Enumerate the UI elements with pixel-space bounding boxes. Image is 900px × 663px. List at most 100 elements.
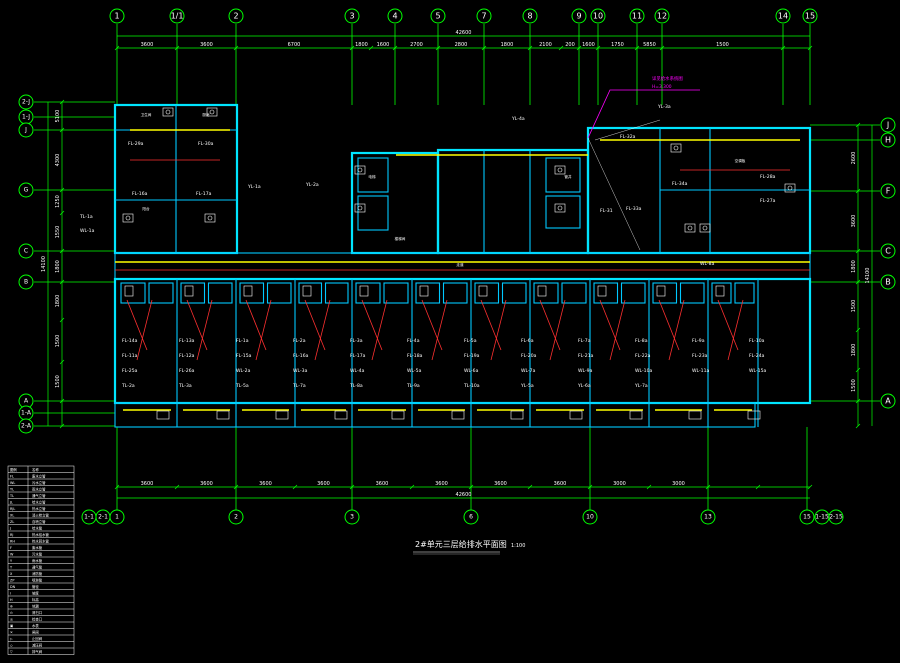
dimension-value: 1600 (377, 42, 390, 48)
axis-bubble-right (880, 274, 896, 290)
pipe-tag: YL-4a (511, 116, 525, 122)
axis-label-top: 10 (593, 12, 603, 21)
pipe-tag: FL-26a (179, 368, 195, 374)
legend-symbol: ▣ (10, 624, 13, 628)
axis-label-top: 7 (481, 12, 486, 21)
axis-bubble-bottom (109, 509, 125, 525)
axis-label-top: 15 (805, 12, 815, 21)
dimension-value: 3600 (554, 481, 567, 487)
pipe-tag: FL-29a (128, 141, 144, 147)
axis-bubble-bottom (344, 509, 360, 525)
pipe-tag: FL-27a (760, 198, 776, 204)
pipe-tag: WL-11a (692, 368, 710, 374)
pipe-tag: FL-16a (132, 191, 148, 197)
room-labels: 卫生间厨房阳台电梯楼梯间走道管井空调板 (141, 112, 746, 267)
fixture (419, 285, 429, 297)
south-unit-partitions (120, 279, 759, 427)
dimension-value: 6700 (288, 42, 301, 48)
axis-bubble-top (476, 8, 492, 24)
axis-bubble-bottom (463, 509, 479, 525)
plumbing-fixtures (122, 107, 796, 420)
dimension-value: 1500 (851, 300, 857, 313)
legend-symbol: ✕ (10, 631, 13, 635)
axis-bubble-left (18, 94, 34, 110)
axis-bubble-top (571, 8, 587, 24)
pipe-tag: FL-13a (179, 338, 195, 344)
axis-label-left: A (24, 398, 29, 405)
axis-label-bottom: 1 (115, 514, 119, 521)
dimension-value: 3000 (613, 481, 626, 487)
dimension-total: 42600 (456, 30, 472, 36)
axis-label-top: 2 (233, 12, 238, 21)
dimension-value: 3600 (851, 215, 857, 228)
pipe-tag: TL-9a (406, 383, 420, 389)
legend-name: 排气阀 (32, 649, 43, 654)
dimension-value: 1550 (55, 226, 61, 239)
pipe-tag: YL-6a (577, 383, 591, 389)
axis-label-right: F (886, 187, 891, 196)
pipe-tag: WL-5a (407, 368, 422, 374)
axis-bubble-top (654, 8, 670, 24)
dimension-total: 14100 (865, 268, 871, 284)
axis-label-top: 1 (114, 12, 119, 21)
pipe-tag: FL-33a (626, 206, 642, 212)
axis-label-bottom: 13 (704, 514, 712, 521)
legend-symbol: XL (10, 514, 14, 518)
axis-bubble-right (880, 117, 896, 133)
axis-label-bottom: 2-15 (829, 514, 843, 521)
fixture (302, 285, 312, 297)
axis-label-bottom: 1-15 (815, 514, 829, 521)
pipe-tag: WL-6a (464, 368, 479, 374)
pipe-tag: WL-7a (521, 368, 536, 374)
axis-bubble-top (344, 8, 360, 24)
pipe-tag: TL-3a (178, 383, 192, 389)
legend-header: 图例 (10, 467, 17, 472)
dimension-value: 3600 (376, 481, 389, 487)
room-label: 电梯 (368, 174, 376, 179)
pipe-tag: FL-8a (635, 338, 648, 344)
fixture (670, 143, 682, 153)
axis-label-left: 2-J (22, 99, 30, 106)
dimension-value: 1500 (851, 379, 857, 392)
pipe-tag: FL-31 (600, 208, 613, 214)
dimension-value: 1800 (501, 42, 514, 48)
pipe-tag: YL-3a (657, 104, 671, 110)
axis-bubble-bottom (700, 509, 716, 525)
fixture (656, 285, 666, 297)
axis-bubble-top (802, 8, 818, 24)
legend-symbol: H (10, 598, 13, 602)
fixture (156, 410, 170, 420)
legend-name: 给水立管 (32, 500, 46, 505)
axis-bubble-right (880, 183, 896, 199)
axis-label-top: 5 (435, 12, 440, 21)
legend-symbol: ▷ (10, 637, 13, 641)
legend-name: 水表 (32, 623, 39, 628)
pipe-tag: FL-18a (407, 353, 423, 359)
dimension-value: 2600 (851, 152, 857, 165)
pipe-tag: TL-1a (79, 214, 93, 220)
dimension-total: 42600 (456, 492, 472, 498)
axis-bubble-bottom (799, 509, 815, 525)
pipe-tag: FL-22a (635, 353, 651, 359)
legend-name: 管径 (32, 584, 39, 589)
dimension-value: 2100 (539, 42, 552, 48)
dimension-value: 5850 (643, 42, 656, 48)
dimension-value: 3600 (435, 481, 448, 487)
dimension-value: 1500 (55, 375, 61, 388)
legend-name: 热水回水管 (32, 539, 50, 544)
pipe-tag: FL-24a (749, 353, 765, 359)
legend-symbol: FL (10, 475, 14, 479)
legend-symbol: ◎ (10, 618, 13, 622)
pipe-tag: TL-8a (349, 383, 363, 389)
axis-bubble-bottom (828, 509, 844, 525)
axis-label-bottom: 3 (350, 514, 354, 521)
pipe-tag: WL-8a (700, 261, 715, 267)
dimension-value: 3600 (200, 481, 213, 487)
fixture (597, 285, 607, 297)
pipe-tag: FL-10a (749, 338, 765, 344)
drawing-title: 2#单元三层给排水平面图 (415, 539, 507, 549)
elevation-note: H=3.300 (652, 84, 672, 90)
pipe-tag: FL-23a (692, 353, 708, 359)
legend-symbol: JL (9, 501, 13, 505)
